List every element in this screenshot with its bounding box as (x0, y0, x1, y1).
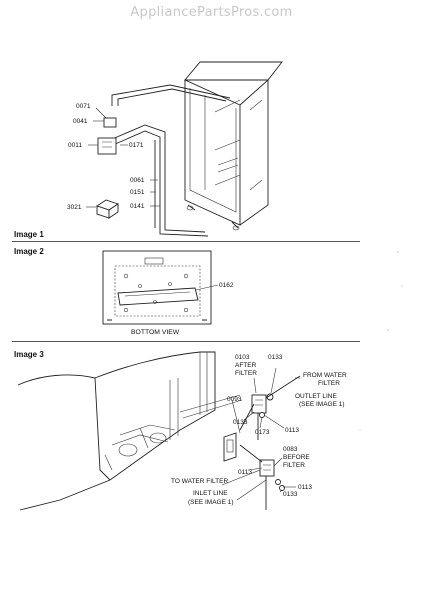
valve-assembly (97, 117, 117, 155)
callout-0113: 0113 (285, 427, 299, 434)
callout-0173: 0173 (255, 429, 270, 436)
label-to-water-filter: TO WATER FILTER (171, 478, 228, 485)
callout-0071: 0071 (76, 103, 91, 110)
water-tubing (109, 84, 231, 237)
label-after: AFTER (235, 362, 257, 369)
callout-0041: 0041 (73, 118, 88, 125)
callout-0133: 0133 (283, 491, 298, 498)
label-filter: FILTER (318, 380, 340, 387)
section-label-image2: Image 2 (14, 247, 44, 256)
divider (12, 341, 360, 342)
callout-0141: 0141 (130, 203, 145, 210)
label-outlet-line: OUTLET LINE (295, 393, 337, 400)
callout-0113: 0113 (238, 469, 252, 476)
label-filter: FILTER (235, 370, 257, 377)
section-label-image1: Image 1 (14, 230, 44, 239)
part-3021-box (95, 199, 120, 219)
label-see-image-1: (SEE IMAGE 1) (299, 401, 345, 408)
callout-0151: 0151 (130, 189, 145, 196)
callout-0093: 0093 (227, 396, 242, 403)
callout-0083: 0083 (283, 446, 298, 453)
scan-specks (359, 251, 403, 431)
cabinet-lower-corner (17, 351, 243, 511)
callout-0061: 0061 (130, 177, 145, 184)
bottom-view-caption: BOTTOM VIEW (131, 329, 180, 336)
callout-0011: 0011 (68, 142, 82, 149)
lower-filter-fitting (239, 403, 285, 510)
label-from-water: FROM WATER (303, 372, 347, 379)
mounting-bracket (223, 432, 237, 462)
divider (12, 241, 360, 242)
label-inlet-line: INLET LINE (193, 490, 228, 497)
section-label-image3: Image 3 (14, 350, 44, 359)
label-before: BEFORE (283, 454, 310, 461)
callout-0133: 0133 (268, 354, 283, 361)
callout-0162: 0162 (219, 282, 234, 289)
callout-3021: 3021 (67, 204, 82, 211)
watermark: AppliancePartsPros.com (130, 5, 293, 20)
callout-0113: 0113 (298, 484, 312, 491)
label-filter: FILTER (283, 462, 305, 469)
refrigerator-cabinet (184, 61, 283, 231)
upper-filter-fitting (251, 375, 301, 440)
label-see-image-1: (SEE IMAGE 1) (188, 499, 234, 506)
bottom-view-panel (102, 250, 212, 325)
callout-0171: 0171 (129, 142, 144, 149)
callout-0133: 0133 (233, 419, 248, 426)
callout-0103: 0103 (235, 354, 250, 361)
